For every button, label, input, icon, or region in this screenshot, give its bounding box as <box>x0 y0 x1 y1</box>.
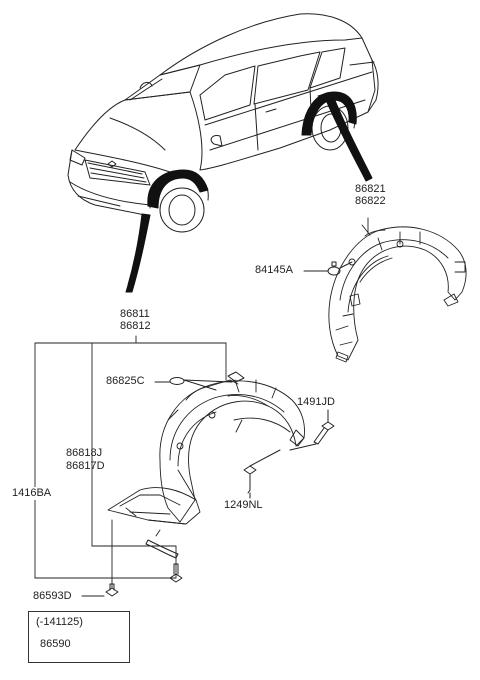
front-liner-drawing <box>107 379 305 537</box>
bolt-1491JD <box>289 409 335 451</box>
label-rear-clip: 84145A <box>255 264 293 276</box>
label-front-screw: 1249NL <box>224 499 263 511</box>
label-front-upper: 86811 <box>120 308 150 320</box>
label-boxed-date: (-141125) <box>36 616 83 628</box>
label-splash-upper: 86818J <box>66 447 103 459</box>
rear-clip-84145A <box>303 261 353 276</box>
bottom-bolt-86593D <box>81 583 119 597</box>
front-liner-highlight <box>147 169 209 209</box>
support-strut <box>145 539 179 559</box>
label-assembly: 1416BA <box>11 487 53 500</box>
rear-callout-ribbon <box>325 97 373 182</box>
label-front-bolt: 1491JD <box>297 396 335 408</box>
rear-liner-drawing <box>328 224 467 363</box>
label-bottom-bolt: 86593D <box>33 590 72 602</box>
label-splash-lower: 86817D <box>66 460 105 472</box>
assembly-bracket-lines <box>34 217 369 649</box>
label-front-lower: 86812 <box>120 320 151 332</box>
label-front-clip: 86825C <box>106 375 145 387</box>
supersession-box <box>28 611 130 663</box>
vehicle-illustration <box>67 13 379 233</box>
front-callout-ribbon <box>125 213 151 293</box>
label-rear-lower: 86822 <box>355 195 386 207</box>
label-rear-upper: 86821 <box>355 183 386 195</box>
label-boxed-part: 86590 <box>40 638 71 650</box>
front-clip-86825C <box>154 371 245 391</box>
rear-liner-highlight <box>301 91 357 136</box>
screw-1249NL <box>243 449 281 499</box>
